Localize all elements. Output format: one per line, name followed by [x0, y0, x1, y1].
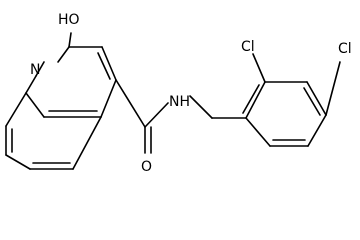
bond-ar-c4-c3-double: [303, 87, 321, 116]
bond-c8a-c4a-ring: [25, 92, 45, 118]
atom-labels: HO N NH O Cl Cl: [30, 12, 352, 175]
bond-ar-c1-c6: [245, 117, 271, 147]
bond-ar-c4-c3: [306, 81, 327, 116]
bond-ar-c2-c1: [245, 81, 266, 119]
bond-c2-oh: [68, 32, 72, 48]
bond-c8a-c8: [5, 92, 27, 127]
bond-c7-c6: [5, 154, 31, 170]
bond-carbonyl-n: [144, 102, 169, 128]
structure-canvas: HO N NH O Cl Cl: [5, 12, 352, 175]
bond-ar-c2-c1-double: [242, 84, 260, 114]
bond-c4-carbonyl: [115, 79, 146, 128]
bond-c3-c4: [101, 46, 117, 81]
chlorine-para-label: Cl: [338, 41, 352, 57]
bond-c3-c4-double: [97, 52, 111, 80]
bond-c4-c4a: [100, 79, 117, 118]
bonds: [5, 32, 341, 170]
amide-nitrogen-label: NH: [169, 94, 190, 110]
chlorine-ortho-label: Cl: [241, 39, 255, 55]
hydroxyl-label: HO: [58, 12, 80, 28]
bond-n1-c8a: [25, 75, 37, 94]
bond-ar-c5-c4: [307, 114, 327, 147]
molecule-structure: HO N NH O Cl Cl: [5, 12, 352, 175]
bond-n-ch2: [189, 95, 213, 119]
amide-oxygen-label: O: [141, 159, 152, 175]
bond-n1-c2: [35, 61, 45, 77]
ring-nitrogen-label: N: [30, 62, 40, 78]
bond-ar-c4-cl: [325, 61, 341, 116]
bond-ar-c2-cl: [252, 53, 266, 83]
bond-n1-c2b: [57, 46, 70, 63]
bond-c5-c4a: [72, 116, 102, 170]
